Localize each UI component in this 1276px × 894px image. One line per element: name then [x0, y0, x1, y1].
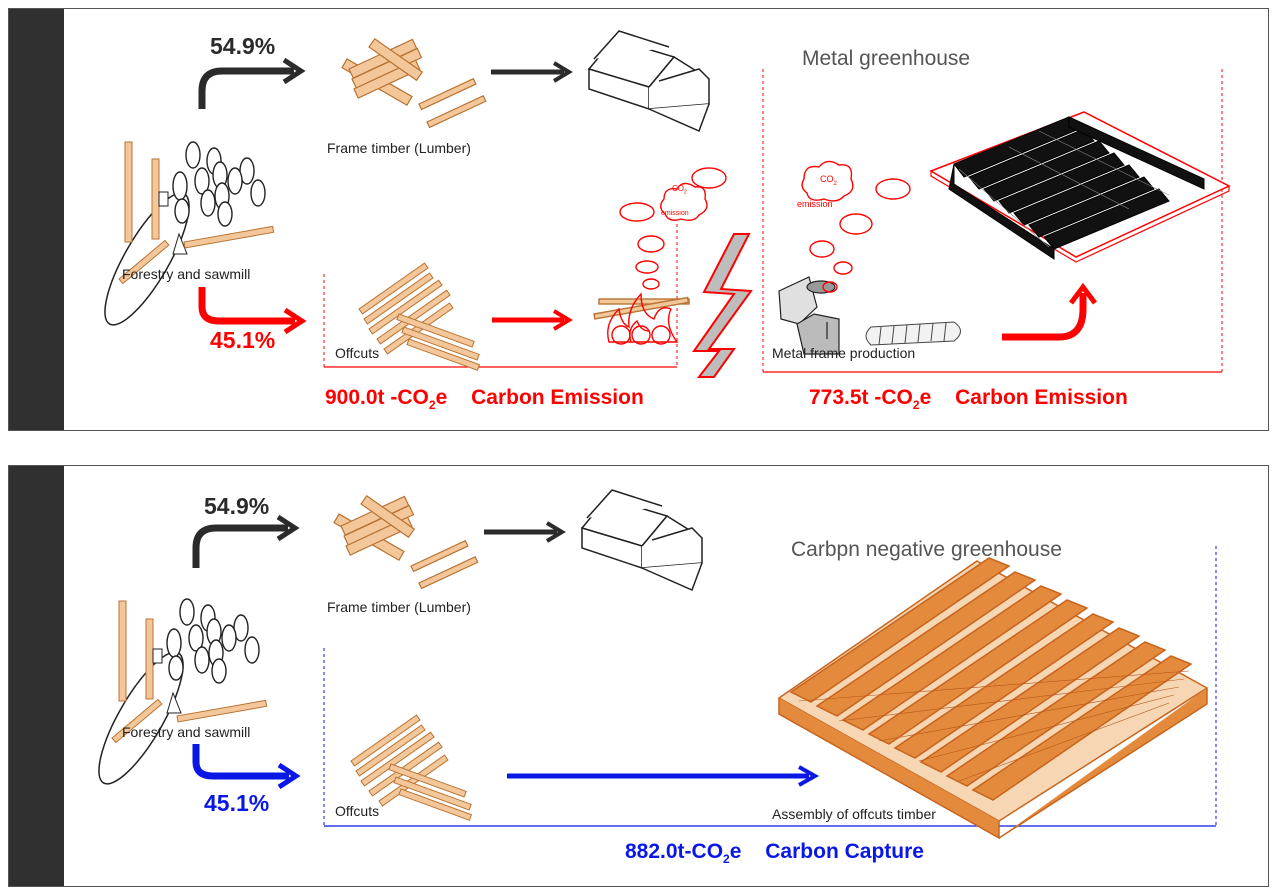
house-icon: [580, 489, 703, 592]
fire-icon: [593, 292, 690, 345]
offcuts-to-fire-arrow: [492, 309, 573, 331]
metal-greenhouse-container: [762, 69, 1223, 373]
lumber-pile-icon: [333, 494, 479, 590]
forestry-sawmill-icon: [98, 598, 268, 785]
tree-icon: [172, 141, 266, 227]
lumber-to-house-arrow: [484, 521, 566, 543]
timber-greenhouse-icon: [777, 557, 1209, 840]
metal-to-greenhouse-arrow: [1002, 282, 1097, 341]
frame-timber-label: Frame timber (Lumber): [327, 140, 471, 156]
lumber-flow-arrow: [198, 57, 306, 109]
frame-timber-label: Frame timber (Lumber): [327, 599, 471, 615]
forestry-sawmill-icon: [104, 141, 275, 326]
panel-side-strip-bottom: [9, 466, 64, 886]
lumber-percent: 54.9%: [204, 493, 270, 519]
offcut-percent: 45.1%: [204, 790, 270, 816]
offcut-flow-arrow: [198, 287, 307, 335]
co2-label-left: CO2: [672, 184, 687, 196]
lumber-pile-icon: [341, 37, 487, 129]
lightning-divider-icon: [692, 233, 753, 378]
forestry-label: Forestry and sawmill: [122, 724, 251, 740]
steel-coil-icon: [865, 321, 961, 346]
furnace-icon: [778, 276, 840, 355]
offcuts-container: [323, 224, 678, 368]
offcuts-label: Offcuts: [335, 803, 380, 819]
top-diagram-graphics: [104, 30, 1231, 378]
metric-emission-right: 773.5t -CO2e Carbon Emission: [809, 386, 1128, 413]
emission-label-right: emission: [797, 199, 833, 209]
lumber-flow-arrow: [192, 514, 300, 568]
assembly-label: Assembly of offcuts timber: [772, 806, 936, 822]
forestry-label: Forestry and sawmill: [122, 266, 251, 282]
timber-greenhouse-container: [323, 546, 1217, 827]
co2-cloud-icon: [619, 167, 727, 290]
metal-greenhouse-title: Metal greenhouse: [802, 47, 971, 70]
metal-greenhouse-panel: 54.9% 45.1% Frame timber (Lumber) Forest…: [8, 8, 1269, 431]
house-icon: [587, 30, 710, 133]
tree-icon: [166, 598, 260, 684]
lumber-to-house-arrow: [491, 61, 573, 83]
offcuts-label: Offcuts: [335, 345, 380, 361]
panel-side-strip: [9, 9, 64, 430]
carbon-negative-greenhouse-title: Carbpn negative greenhouse: [791, 538, 1062, 561]
bottom-diagram-graphics: [98, 489, 1217, 840]
timber-greenhouse-panel: 54.9% 45.1% Frame timber (Lumber) Forest…: [8, 465, 1269, 887]
offcuts-pile-icon: [350, 714, 473, 821]
co2-cloud-icon-right: [801, 160, 911, 293]
lumber-percent: 54.9%: [210, 33, 276, 59]
offcut-percent: 45.1%: [210, 327, 276, 353]
metric-emission-left: 900.0t -CO2e Carbon Emission: [325, 386, 644, 413]
co2-label-right: CO2: [820, 174, 837, 187]
metric-carbon-capture: 882.0t-CO2e Carbon Capture: [625, 840, 924, 867]
metal-frame-label: Metal frame production: [772, 345, 916, 361]
metal-greenhouse-icon: [929, 111, 1231, 263]
offcut-flow-arrow: [192, 744, 301, 790]
offcuts-to-greenhouse-arrow: [507, 765, 820, 787]
emission-label-left: emission: [661, 210, 689, 217]
offcuts-pile-icon: [358, 262, 481, 371]
